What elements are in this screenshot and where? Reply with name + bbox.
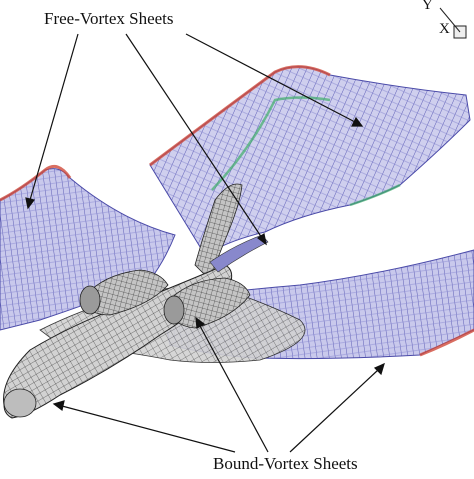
right-bound-edge-red	[419, 328, 474, 357]
arrow-free-right	[185, 33, 356, 123]
free-vortex-label: Free-Vortex Sheets	[44, 9, 174, 28]
right-free-vortex-sheet	[149, 66, 471, 256]
arrow-bound-mid	[199, 325, 269, 453]
left-sheet-edge-red	[0, 164, 72, 202]
arrow-bound-left	[61, 405, 236, 453]
nose	[3, 388, 37, 418]
bound-vortex-label: Bound-Vortex Sheets	[213, 454, 358, 473]
axis-x-label: X	[439, 21, 450, 37]
arrow-bound-right	[289, 369, 379, 453]
left-engine	[79, 269, 169, 316]
right-engine	[163, 277, 251, 329]
arrows	[25, 33, 385, 453]
tail-boom	[209, 234, 269, 273]
axis-triad-icon	[439, 7, 467, 39]
arrow-free-mid	[125, 33, 263, 239]
axis-y-label: Y	[422, 0, 433, 13]
arrow-free-left	[29, 33, 79, 201]
right-sheet-edge-red	[149, 65, 331, 167]
